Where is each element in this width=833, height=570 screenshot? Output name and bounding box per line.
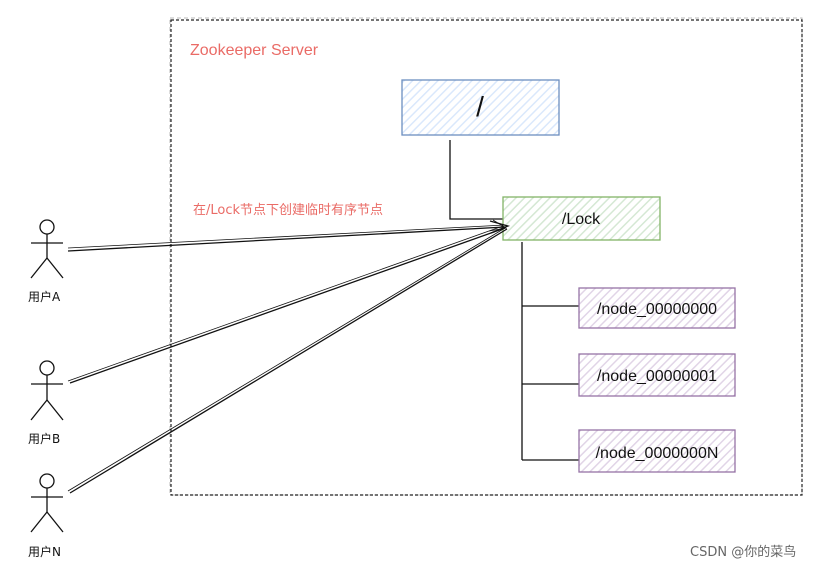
server-title: Zookeeper Server <box>190 42 319 59</box>
user-n-label: 用户N <box>28 544 61 559</box>
lock-node: /Lock <box>502 196 661 241</box>
user-arrows <box>67 219 510 494</box>
root-to-lock-connector <box>449 140 503 220</box>
child-node-label: /node_00000001 <box>597 368 717 385</box>
user-a-arrow <box>67 226 506 252</box>
user-a-label: 用户A <box>28 289 61 304</box>
root-node-label: / <box>476 91 484 122</box>
user-n-arrow <box>69 228 508 494</box>
user-b-arrow <box>69 227 506 384</box>
user-b-label: 用户B <box>28 431 60 446</box>
server-boundary <box>169 17 803 496</box>
user-n-actor-icon <box>30 473 64 533</box>
arrowhead-icon <box>489 220 510 234</box>
child-node-2: /node_00000001 <box>578 353 736 397</box>
root-node: / <box>401 79 560 136</box>
watermark: CSDN @你的菜鸟 <box>690 545 797 560</box>
user-b-actor-icon <box>30 360 64 421</box>
child-node-3: /node_0000000N <box>578 429 736 473</box>
tree-connectors <box>449 140 581 461</box>
user-a-actor-icon <box>30 219 64 279</box>
child-node-label: /node_0000000N <box>596 445 719 462</box>
child-node-1: /node_00000000 <box>578 287 736 329</box>
create-node-annotation: 在/Lock节点下创建临时有序节点 <box>193 203 383 218</box>
lock-node-label: /Lock <box>562 211 601 228</box>
child-node-label: /node_00000000 <box>597 301 717 318</box>
